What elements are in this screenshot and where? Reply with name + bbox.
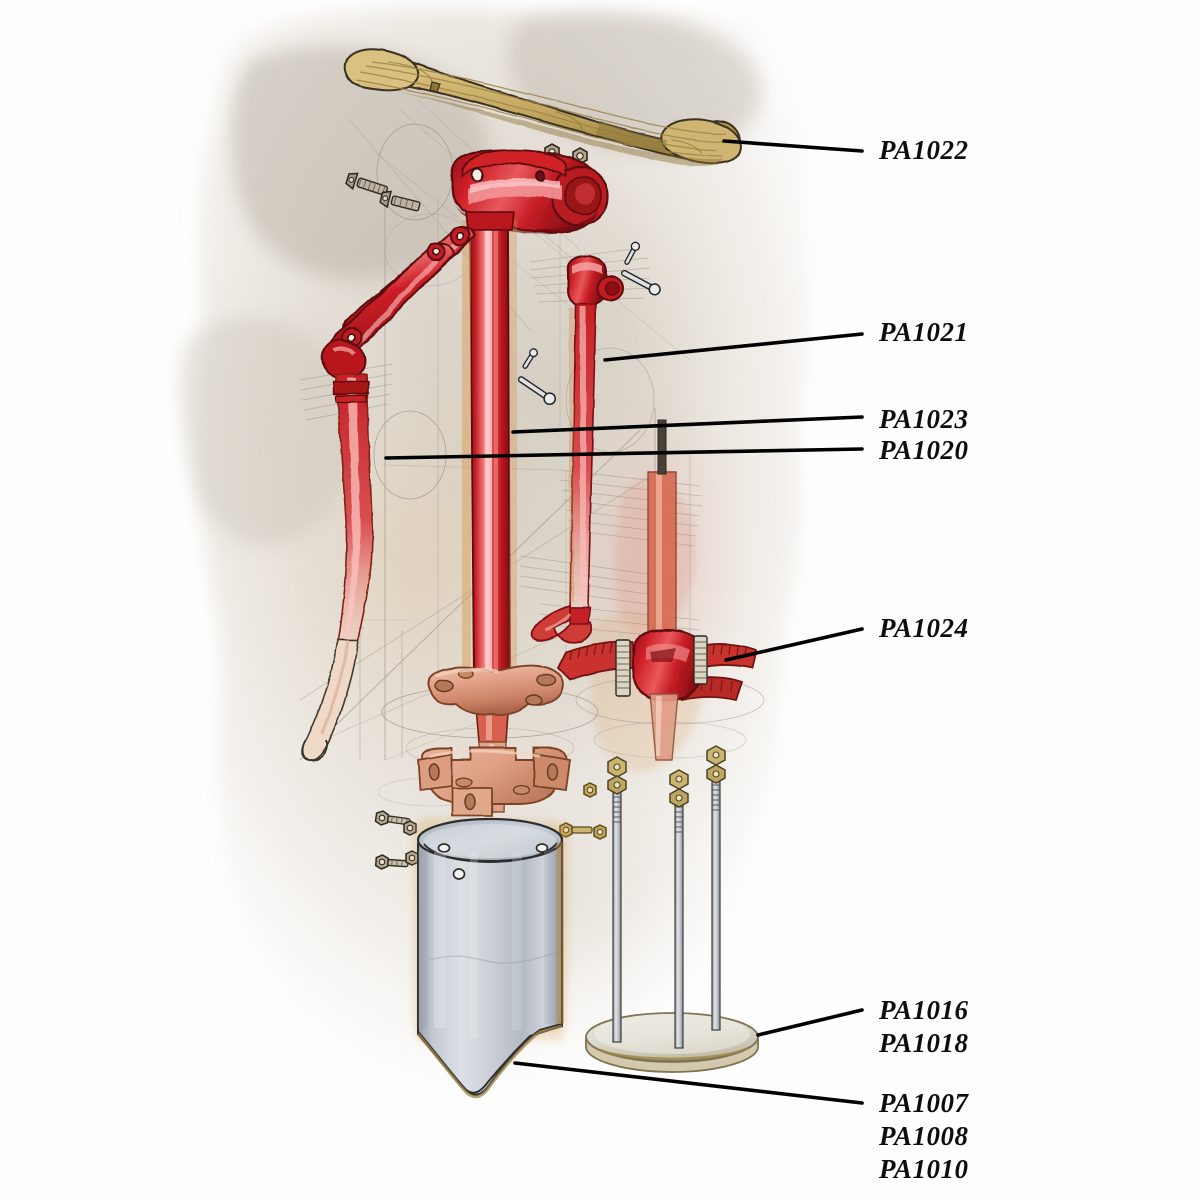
callout-label-pa1020: PA1020 [879,435,969,465]
callout-label-pa1007: PA1007 [879,1088,969,1118]
callout-leader-lines [384,139,864,1105]
wooden-pump-handle [343,48,742,167]
leader-line-pa1022 [722,139,864,153]
leader-line-pa1024 [724,627,864,662]
clamp-bolt-right [693,635,708,685]
tie-rod-assembly [585,745,759,1073]
mounting-flange-lower [417,747,572,817]
galvanized-cylinder [414,817,569,1099]
callout-label-pa1024: PA1024 [879,613,969,643]
leader-line-pa1020 [384,447,864,460]
leader-line-pa1023 [511,415,864,434]
link-arm-lever [301,226,476,762]
leader-line-pa1021 [603,332,864,362]
callout-label-pa1010: PA1010 [879,1154,969,1184]
round-base-plate [585,1012,759,1073]
threaded-tie-rods [607,745,726,1049]
callout-label-pa1021: PA1021 [879,317,969,347]
rod-nut [607,756,627,795]
clamp-bolt-left [615,639,631,697]
callout-label-pa1018: PA1018 [879,1028,969,1058]
rod-nut [669,769,689,808]
callout-label-pa1023: PA1023 [879,404,969,434]
pump-head-casting [450,149,610,234]
base-clamp-casting [556,419,758,761]
callout-label-pa1022: PA1022 [879,135,969,165]
callout-label-pa1008: PA1008 [879,1121,969,1151]
leader-line-pa1016 [756,1008,864,1037]
rod-nut [706,745,726,784]
leader-line-pa1007 [513,1061,864,1105]
callout-label-pa1016: PA1016 [879,995,969,1025]
mounting-flange-upper [427,664,564,716]
